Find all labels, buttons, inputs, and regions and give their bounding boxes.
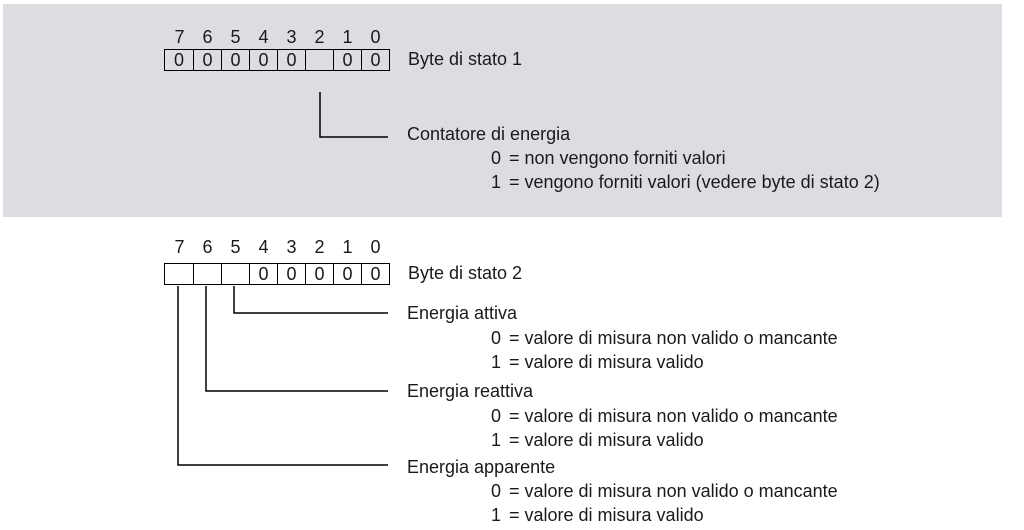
value-description: 0 = valore di misura non valido o mancant… [491, 480, 838, 502]
bit-cell: 0 [361, 264, 389, 284]
bit-number: 3 [286, 27, 297, 47]
bit-cell: 0 [193, 50, 221, 70]
bit-number: 3 [286, 237, 297, 257]
value-text: = valore di misura valido [509, 505, 704, 525]
byte-1-label: Byte di stato 1 [408, 49, 523, 69]
value-text: = vengono forniti valori (vedere byte di… [509, 172, 880, 192]
bit-cell: 0 [277, 264, 305, 284]
bit-number: 4 [258, 27, 269, 47]
value-description: 0 = valore di misura non valido o mancant… [491, 327, 838, 349]
value-code: 0 [491, 328, 502, 348]
value-description: 1 = valore di misura valido [491, 429, 704, 451]
field-label-apparent-energy: Energia apparente [407, 457, 556, 477]
connector-byte2-bit7 [177, 286, 388, 466]
value-code: 1 [491, 505, 502, 525]
bit-cell: 0 [173, 50, 184, 70]
value-description: 1 = valore di misura valido [491, 504, 704, 526]
bit-cell: 0 [333, 264, 361, 284]
bit-cell [305, 50, 333, 70]
value-text: = non vengono forniti valori [509, 148, 726, 168]
value-description: 1 = valore di misura valido [491, 351, 704, 373]
value-code: 0 [491, 406, 502, 426]
value-text: = valore di misura non valido o mancante [509, 481, 838, 501]
bit-number: 4 [258, 237, 269, 257]
bit-cell [193, 264, 221, 284]
value-text: = valore di misura non valido o mancante [509, 406, 838, 426]
bit-number: 5 [230, 237, 241, 257]
bit-number: 0 [370, 27, 381, 47]
status-byte-1-panel [3, 4, 1002, 217]
bit-number: 6 [202, 237, 213, 257]
bit-cell: 0 [361, 50, 389, 70]
bit-cell [221, 264, 249, 284]
bit-cell [165, 264, 193, 284]
bit-number: 2 [314, 237, 325, 257]
connector-byte2-bit5 [233, 286, 388, 314]
value-text: = valore di misura valido [509, 430, 704, 450]
bit-cell: 0 [333, 50, 361, 70]
value-code: 1 [491, 430, 502, 450]
value-text: = valore di misura valido [509, 352, 704, 372]
value-code: 1 [491, 172, 502, 192]
bit-number: 0 [370, 237, 381, 257]
bit-number: 5 [230, 27, 241, 47]
bit-number: 7 [174, 237, 185, 257]
bit-cell: 0 [277, 50, 305, 70]
bit-number: 1 [342, 237, 353, 257]
field-label-active-energy: Energia attiva [407, 303, 518, 323]
byte-2-label: Byte di stato 2 [408, 263, 523, 283]
field-label-reactive-energy: Energia reattiva [407, 381, 534, 401]
bit-number: 7 [174, 27, 185, 47]
bit-cell: 0 [249, 264, 277, 284]
connector-byte1-bit2 [319, 92, 388, 138]
value-text: = valore di misura non valido o mancante [509, 328, 838, 348]
bit-number: 1 [342, 27, 353, 47]
bit-cell: 0 [249, 50, 277, 70]
byte-2-register: 0 0 0 0 0 [164, 263, 390, 285]
bit-number: 2 [314, 27, 325, 47]
value-description: 0 = valore di misura non valido o mancant… [491, 405, 838, 427]
byte-1-register: 0 0 0 0 0 0 0 [164, 49, 390, 71]
bit-cell: 0 [221, 50, 249, 70]
value-code: 0 [491, 481, 502, 501]
value-code: 0 [491, 148, 502, 168]
connector-byte2-bit6 [205, 286, 388, 392]
field-label-energy-counter: Contatore di energia [407, 124, 571, 144]
bit-cell: 0 [305, 264, 333, 284]
value-description: 0 = non vengono forniti valori [491, 147, 726, 169]
bit-number: 6 [202, 27, 213, 47]
value-description: 1 = vengono forniti valori (vedere byte d… [491, 171, 880, 193]
value-code: 1 [491, 352, 502, 372]
